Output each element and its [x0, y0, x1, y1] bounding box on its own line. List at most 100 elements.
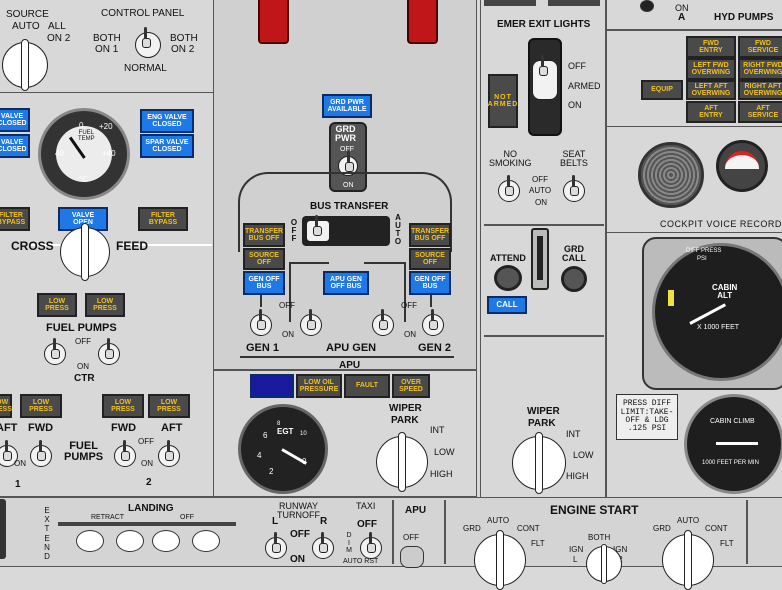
- runway-on-label: ON: [290, 554, 305, 565]
- landing-light-switch-1[interactable]: [76, 530, 104, 552]
- source-selector-knob[interactable]: [2, 38, 48, 92]
- both-on-1-label: BOTH: [93, 33, 121, 44]
- left-aft-overwing-light: LEFT AFT OVERWING: [686, 80, 736, 100]
- aft-right-label: AFT: [161, 422, 183, 434]
- apu-maint-light: MAINT: [250, 374, 294, 398]
- x1000-feet-label: X 1000 FEET: [697, 324, 740, 331]
- left-aft-pump-switch[interactable]: [0, 440, 18, 467]
- eng2-flt-label: FLT: [720, 539, 734, 548]
- emer-off-label: OFF: [568, 61, 586, 71]
- runway-r-label: R: [320, 516, 328, 527]
- aft-right-low-press-light: LOW PRESS: [148, 394, 190, 418]
- egt-scale-8: 8: [277, 421, 281, 427]
- ign-l-label: L: [573, 555, 578, 564]
- cvr-speaker: [638, 142, 704, 208]
- runway-turnoff-left-switch[interactable]: [265, 532, 287, 559]
- source-off-right-light: SOURCE OFF: [409, 248, 451, 270]
- engine-start-label: ENGINE START: [550, 503, 639, 517]
- eng1-grd-label: GRD: [463, 524, 481, 533]
- ctr-label: CTR: [74, 373, 95, 384]
- emer-armed-label: ARMED: [568, 81, 601, 91]
- on-1-label: ON 1: [95, 44, 119, 55]
- no-smoking-switch[interactable]: [498, 175, 520, 202]
- center-fuel-pumps-label: FUEL PUMPS: [46, 322, 117, 334]
- right-fwd-pump-switch[interactable]: [114, 440, 136, 467]
- landing-label: LANDING: [128, 503, 174, 514]
- grd-call-button[interactable]: [561, 266, 587, 292]
- left-fwd-pump-switch[interactable]: [30, 440, 52, 467]
- grd-pwr-switch[interactable]: [338, 151, 358, 176]
- hyd-pump-switch[interactable]: [640, 0, 654, 12]
- taxi-light-switch[interactable]: [360, 532, 382, 559]
- crossfeed-selector[interactable]: [60, 223, 110, 281]
- gen-2-switch[interactable]: [422, 309, 444, 336]
- normal-label: NORMAL: [124, 63, 167, 74]
- apu-park-label: PARK: [391, 415, 419, 426]
- apu-start-switch[interactable]: [400, 546, 424, 568]
- ctr-fuel-pump-switch-2[interactable]: [98, 338, 120, 365]
- tank-1-label: 1: [15, 479, 21, 490]
- right-fwd-overwing-light: RIGHT FWD OVERWING: [738, 58, 782, 80]
- landing-light-switch-3[interactable]: [152, 530, 180, 552]
- eng1-auto-label: AUTO: [487, 516, 510, 525]
- left-wiper-selector[interactable]: [376, 432, 428, 492]
- not-armed-light: NOT ARMED: [488, 74, 518, 128]
- landing-light-switch-4[interactable]: [192, 530, 220, 552]
- fuel-temp-label: FUEL TEMP: [78, 130, 95, 142]
- gen-1-label: GEN 1: [246, 342, 280, 354]
- left-pump-on-label: ON: [14, 459, 26, 468]
- bus-transfer-switch[interactable]: [306, 215, 330, 242]
- eng2-auto-label: AUTO: [677, 516, 700, 525]
- seat-belts-switch[interactable]: [563, 175, 585, 202]
- apu-wiper-label: WIPER: [389, 403, 422, 414]
- grd-pwr-off-label: OFF: [340, 146, 354, 153]
- apu-int-label: INT: [430, 425, 445, 435]
- grd-pwr-label: GRD PWR: [335, 124, 356, 143]
- fwd-left-label: FWD: [28, 422, 54, 434]
- ignition-select-knob[interactable]: [586, 543, 622, 585]
- signs-auto-label: AUTO: [529, 186, 552, 195]
- apu-high-label: HIGH: [430, 469, 453, 479]
- on2-label: ON 2: [47, 33, 71, 44]
- tank-2-label: 2: [146, 477, 152, 488]
- bus-transfer-auto-label: AUTO: [394, 213, 402, 246]
- runway-turnoff-right-switch[interactable]: [312, 532, 334, 559]
- right-aft-pump-switch[interactable]: [158, 440, 180, 467]
- ctr-pump-on-label: ON: [77, 362, 89, 371]
- apu-low-oil-pressure-light: LOW OIL PRESSURE: [296, 374, 342, 398]
- egt-scale-10: 10: [300, 431, 307, 437]
- grd-pwr-available-light: GRD PWR AVAILABLE: [322, 94, 372, 118]
- hyd-on-label: ON: [675, 3, 689, 13]
- gen2-on-label: ON: [404, 330, 416, 339]
- cabin-climb-unit-label: 1000 FEET PER MIN: [702, 460, 759, 466]
- temp-scale-0: 0: [79, 121, 84, 130]
- cvr-label: COCKPIT VOICE RECORDER: [660, 219, 782, 229]
- engine-2-start-selector[interactable]: [662, 530, 714, 590]
- gen-1-switch[interactable]: [250, 309, 272, 336]
- runway-turnoff-label: RUNWAY TURNOFF: [277, 501, 320, 520]
- apu-over-speed-light: OVER SPEED: [392, 374, 430, 398]
- filter-bypass-left-light: FILTER BYPASS: [0, 207, 30, 231]
- right-wiper-selector[interactable]: [512, 431, 566, 495]
- dim-label: DIM: [346, 532, 352, 555]
- apu-gen-2-switch[interactable]: [372, 309, 394, 336]
- control-panel-switch[interactable]: [135, 27, 161, 58]
- apu-gen-1-switch[interactable]: [300, 309, 322, 336]
- attend-call-button[interactable]: [494, 265, 522, 291]
- aft-entry-light: AFT ENTRY: [686, 101, 736, 123]
- gen2-off-label: OFF: [401, 301, 417, 310]
- egt-scale-2: 2: [269, 467, 274, 476]
- ctr-pump-off-label: OFF: [75, 337, 91, 346]
- fuel-pumps-label-2: FUEL PUMPS: [64, 440, 104, 463]
- apu-gen-off-bus-light: APU GEN OFF BUS: [323, 271, 369, 295]
- fwd-left-low-press-light: LOW PRESS: [20, 394, 62, 418]
- emer-exit-lights-switch[interactable]: [532, 55, 558, 100]
- engine-1-start-selector[interactable]: [474, 530, 526, 590]
- filter-bypass-right-light: FILTER BYPASS: [138, 207, 188, 231]
- source-label: SOURCE: [6, 9, 49, 20]
- ctr-fuel-pump-switch-1[interactable]: [44, 338, 66, 365]
- landing-light-switch-2[interactable]: [116, 530, 144, 552]
- spar-valve-closed-light: SPAR VALVE CLOSED: [140, 134, 194, 158]
- temp-scale-plus40: +40: [102, 149, 116, 158]
- eng-valve-closed-light: ENG VALVE CLOSED: [140, 109, 194, 133]
